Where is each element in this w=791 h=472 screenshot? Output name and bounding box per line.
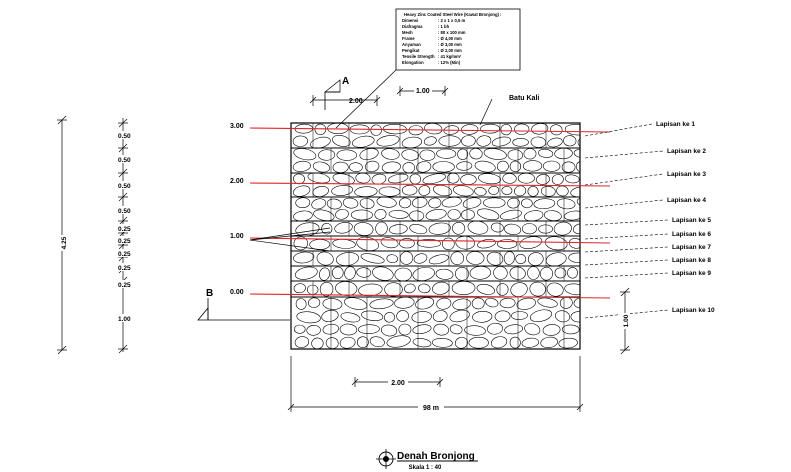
left-dim-label: 0.25 — [118, 251, 131, 258]
left-dim-label: 0.50 — [118, 157, 131, 164]
spec-title: Heavy Zinc Coated Steel Wire (Kawat Bron… — [404, 12, 501, 17]
level-red-line — [249, 293, 611, 299]
left-dimension-chain: 0.50 0.50 0.50 0.50 0.25 0.25 0.25 0.25 0.25 1.00 — [116, 118, 131, 354]
spec-row-value: : Ø 4,00 mm — [438, 36, 462, 41]
left-dim-label: 0.25 — [118, 265, 131, 272]
layer-labels: Lapisan ke 1 Lapisan ke 2 Lapisan ke 3 Lapi… — [584, 121, 715, 319]
total-length-label: 98 m — [423, 405, 439, 412]
spec-row-label: Diafragma — [402, 24, 423, 29]
spec-row-label: Elongation — [402, 60, 424, 65]
layer-label: Lapisan ke 1 — [656, 121, 695, 128]
spec-row-value: : 41 kg/mm² — [438, 54, 462, 59]
section-a-marker: A — [324, 76, 349, 110]
level-label: 1.00 — [230, 233, 244, 240]
layer-label: Lapisan ke 3 — [667, 171, 706, 178]
level-label: 3.00 — [230, 123, 244, 130]
drawing-title: Denah Bronjong — [397, 451, 475, 462]
level-markers: 3.00 2.00 1.00 0.00 — [230, 123, 611, 299]
level-red-line — [249, 237, 611, 244]
left-dim-label: 0.50 — [118, 133, 131, 140]
top-dim-right-label: 1.00 — [416, 88, 430, 95]
left-dim-label: 1.00 — [118, 316, 131, 323]
layer-label: Lapisan ke 5 — [672, 217, 711, 224]
left-dim-label: 0.25 — [118, 282, 131, 289]
top-dimension-left — [309, 95, 381, 106]
spec-row-value: : Ø 3,00 mm — [438, 42, 462, 47]
left-dim-label: 0.50 — [118, 208, 131, 215]
left-dim-label: 0.50 — [118, 183, 131, 190]
title-symbol-icon — [376, 449, 396, 469]
section-a-label: A — [342, 76, 349, 87]
section-b-label: B — [206, 288, 213, 299]
spec-row-label: Dimensi — [402, 18, 418, 23]
bottom-dim-label: 2.00 — [391, 380, 405, 387]
left-dim-label: 0.25 — [118, 238, 131, 245]
layer-label: Lapisan ke 2 — [667, 148, 706, 155]
spec-row-label: Anyaman — [402, 42, 421, 47]
top-dim-left-label: 2.00 — [349, 98, 363, 105]
layer-label: Lapisan ke 7 — [672, 244, 711, 251]
batu-kali-label: Batu Kali — [509, 95, 539, 102]
left-total-label: 4.25 — [61, 236, 68, 249]
left-dim-label: 0.25 — [118, 226, 131, 233]
layer-label: Lapisan ke 10 — [672, 307, 715, 314]
spec-row-label: Frame — [402, 36, 415, 41]
level-label: 2.00 — [230, 178, 244, 185]
spec-row-label: Pengikat — [402, 48, 420, 53]
layer-label: Lapisan ke 4 — [667, 197, 706, 204]
spec-row-value: : 80 x 100 mm — [438, 30, 466, 35]
spec-row-value: : 1 bh — [438, 24, 450, 29]
batu-kali-leader — [479, 98, 493, 126]
layer-label: Lapisan ke 6 — [672, 231, 711, 238]
layer-label: Lapisan ke 9 — [672, 270, 711, 277]
spec-box: Heavy Zinc Coated Steel Wire (Kawat Bron… — [335, 8, 521, 129]
spec-row-value: : Ø 2,00 mm — [438, 48, 462, 53]
section-b-marker — [197, 298, 290, 321]
level-red-line — [249, 127, 611, 133]
right-dim-label: 1.00 — [623, 314, 630, 327]
level-label: 0.00 — [230, 289, 244, 296]
spec-row-value: : 2 x 1 x 0,5 m — [438, 18, 466, 23]
spec-row-label: Mesh — [402, 30, 413, 35]
drawing-scale: Skala 1 : 40 — [409, 465, 442, 471]
spec-row-label: Tensile Strength — [402, 54, 435, 59]
level-red-line — [249, 182, 611, 187]
spec-row-value: : 12% (Min) — [438, 60, 461, 65]
layer-label: Lapisan ke 8 — [672, 257, 711, 264]
